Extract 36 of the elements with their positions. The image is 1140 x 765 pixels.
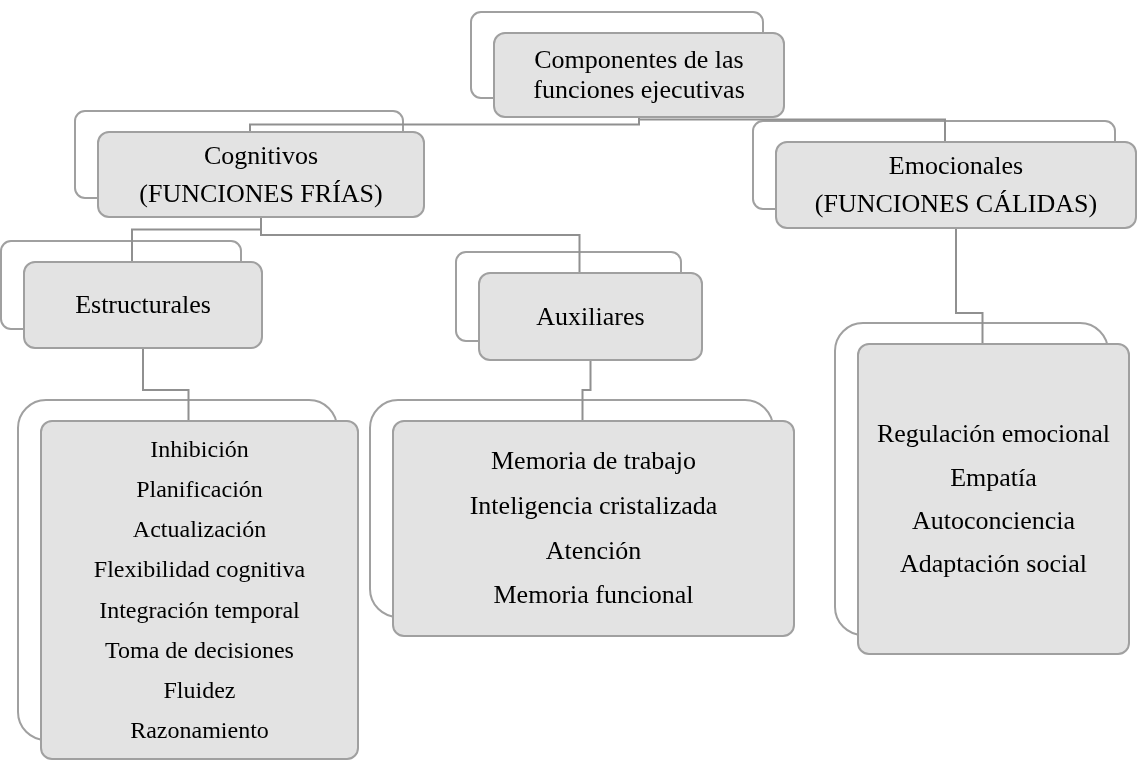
node-text: Componentes de las funciones ejecutivas bbox=[532, 45, 746, 105]
node-text: Atención bbox=[545, 536, 642, 566]
node-text: Inteligencia cristalizada bbox=[469, 491, 718, 521]
node-text: Empatía bbox=[950, 463, 1037, 491]
connector-line bbox=[142, 348, 190, 421]
node-text: Regulación emocional bbox=[876, 420, 1111, 448]
node-text: Integración temporal bbox=[99, 597, 300, 623]
rounded-box bbox=[392, 420, 795, 637]
node-text: Fluidez bbox=[163, 677, 236, 704]
rounded-box bbox=[40, 420, 359, 760]
connector-line bbox=[260, 217, 581, 273]
connector-line bbox=[638, 117, 946, 142]
node-text: (FUNCIONES FRÍAS) bbox=[139, 178, 383, 209]
node-text: Auxiliares bbox=[536, 301, 645, 332]
node-text: Memoria funcional bbox=[493, 581, 694, 610]
node-text: Flexibilidad cognitiva bbox=[93, 557, 306, 583]
node-text: Adaptación social bbox=[900, 550, 1087, 578]
rounded-box bbox=[493, 32, 785, 118]
rounded-box bbox=[97, 131, 425, 218]
rounded-box bbox=[478, 272, 703, 361]
node-text: Estructurales bbox=[75, 290, 211, 320]
node-text: Planificación bbox=[136, 476, 263, 503]
node-text: Memoria de trabajo bbox=[491, 447, 696, 476]
node-text: (FUNCIONES CÁLIDAS) bbox=[814, 189, 1098, 219]
node-text: Actualización bbox=[132, 517, 267, 543]
connector-line bbox=[955, 228, 984, 344]
rounded-box bbox=[775, 141, 1137, 229]
node-text: Toma de decisiones bbox=[105, 637, 294, 663]
node-text: Cognitivos bbox=[203, 140, 319, 171]
rounded-box bbox=[23, 261, 263, 349]
node-text: Razonamiento bbox=[130, 718, 269, 744]
node-text: Inhibición bbox=[150, 436, 249, 462]
connector-line bbox=[581, 360, 592, 421]
node-text: Autoconciencia bbox=[911, 507, 1076, 535]
node-text: Emocionales bbox=[888, 151, 1024, 181]
rounded-box bbox=[857, 343, 1130, 655]
